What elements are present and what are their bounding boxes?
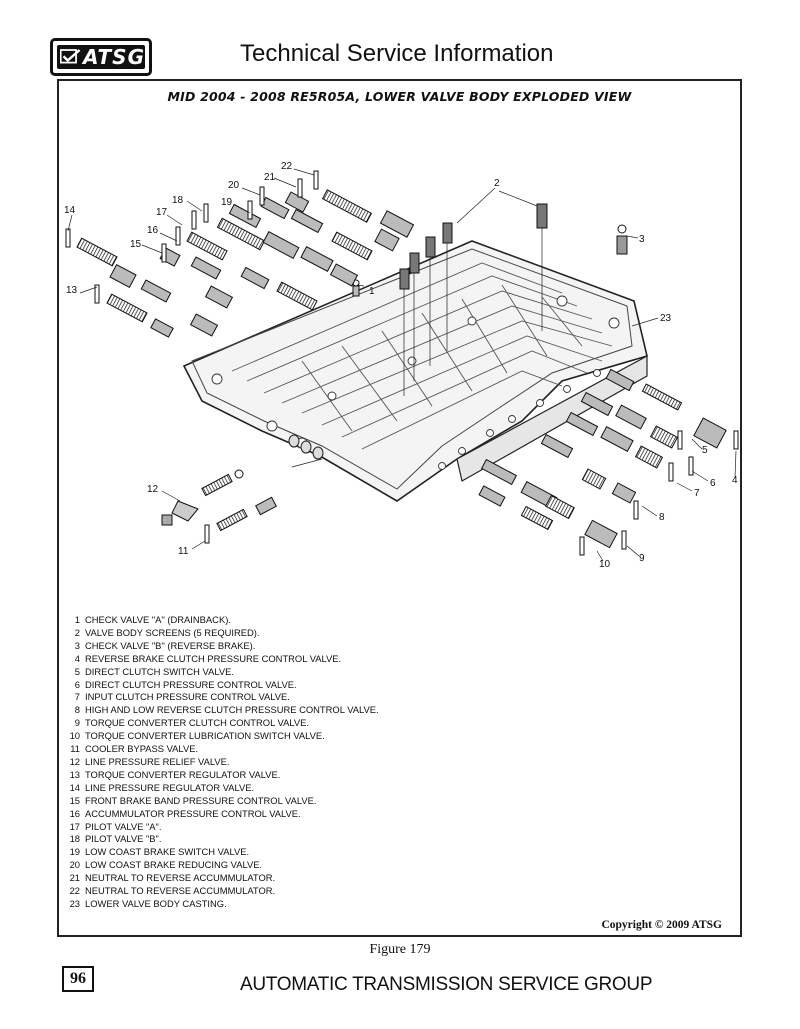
callout-2: 2 — [494, 178, 500, 189]
valve-body-exploded-diagram: 1 2 3 4 5 6 7 8 9 10 11 12 13 14 15 16 1… — [64, 161, 739, 570]
callout-14: 14 — [64, 205, 76, 216]
footer-org-name: AUTOMATIC TRANSMISSION SERVICE GROUP — [240, 974, 653, 995]
diagram-title: MID 2004 - 2008 RE5R05A, LOWER VALVE BOD… — [167, 89, 632, 104]
page-number: 96 — [62, 966, 94, 992]
page-title: Technical Service Information — [240, 40, 554, 67]
callout-13: 13 — [66, 285, 78, 296]
callout-7: 7 — [694, 488, 700, 499]
callout-12: 12 — [147, 484, 159, 495]
copyright-notice: Copyright © 2009 ATSG — [601, 919, 722, 931]
upper-valve-trains — [65, 170, 415, 338]
callout-numbers: 1 2 3 4 5 6 7 8 9 10 11 12 13 14 15 16 1… — [64, 161, 738, 570]
figure-caption: Figure 179 — [369, 942, 431, 957]
callout-21: 21 — [264, 172, 276, 183]
callout-15: 15 — [130, 239, 142, 250]
callout-20: 20 — [228, 180, 240, 191]
callout-leaders — [67, 168, 737, 562]
callout-16: 16 — [147, 225, 159, 236]
lower-valve-trains — [161, 368, 739, 556]
atsg-logo: ATSG — [50, 38, 152, 76]
callout-22: 22 — [281, 161, 293, 172]
figure-frame: MID 2004 - 2008 RE5R05A, LOWER VALVE BOD… — [57, 79, 742, 937]
callout-19: 19 — [221, 197, 233, 208]
logo-text: ATSG — [82, 45, 145, 69]
callout-17: 17 — [156, 207, 168, 218]
check-ball-icons — [234, 224, 628, 479]
callout-4: 4 — [732, 475, 738, 486]
callout-23: 23 — [660, 313, 672, 324]
callout-6: 6 — [710, 478, 716, 489]
valve-body-screens — [399, 203, 548, 396]
callout-10: 10 — [599, 559, 611, 570]
callout-3: 3 — [639, 234, 645, 245]
callout-1: 1 — [369, 286, 375, 297]
callout-5: 5 — [702, 445, 708, 456]
valve-body-casting — [182, 240, 648, 502]
callout-18: 18 — [172, 195, 184, 206]
callout-9: 9 — [639, 553, 645, 564]
checkmark-icon — [60, 49, 81, 64]
callout-11: 11 — [178, 546, 189, 557]
callout-8: 8 — [659, 512, 665, 523]
